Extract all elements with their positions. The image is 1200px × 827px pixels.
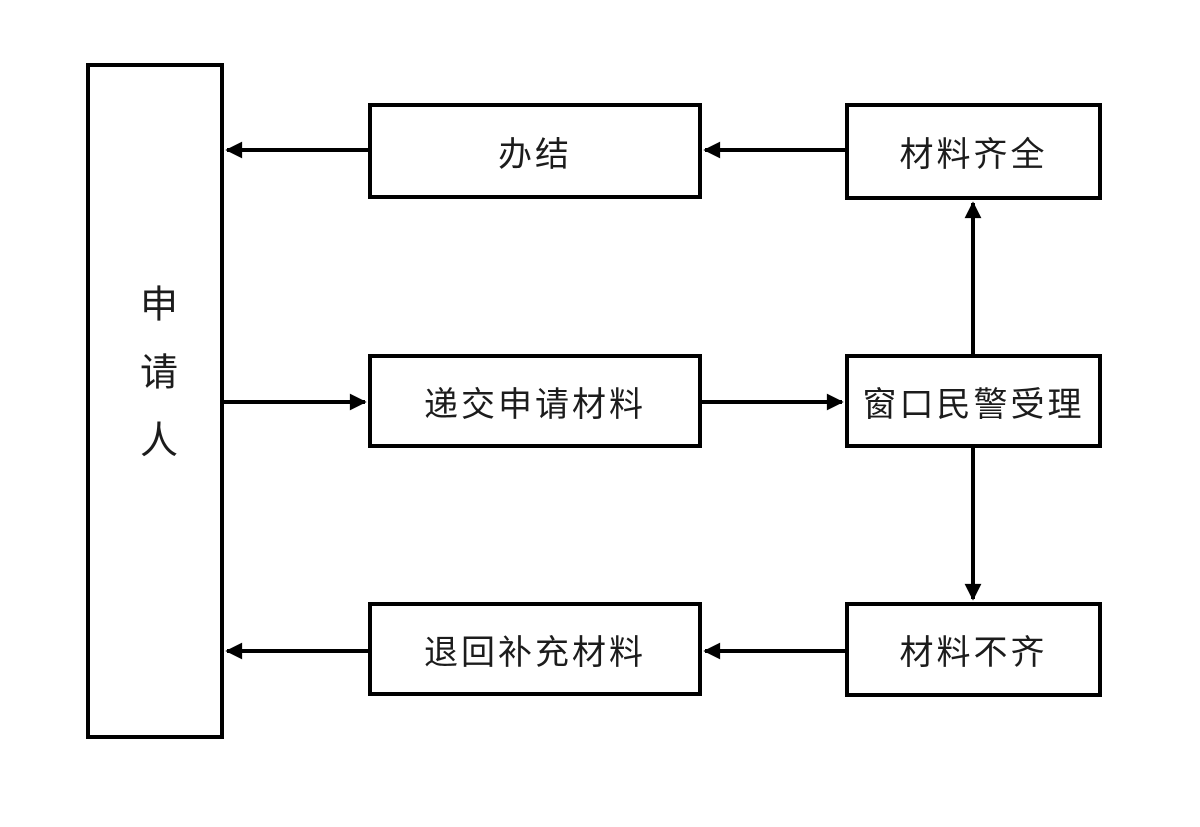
- node-applicant: 申请人: [86, 63, 224, 739]
- node-materials-incomplete-label: 材料不齐: [899, 635, 1048, 672]
- node-applicant-label: 申请人: [133, 284, 176, 488]
- node-window-officer: 窗口民警受理: [845, 354, 1102, 448]
- node-materials-incomplete: 材料不齐: [845, 602, 1102, 697]
- node-submit-materials-label: 递交申请材料: [424, 386, 646, 424]
- node-complete-label: 办结: [498, 136, 572, 174]
- node-window-officer-label: 窗口民警受理: [862, 386, 1085, 424]
- node-materials-complete: 材料齐全: [845, 103, 1102, 200]
- node-return-supplement: 退回补充材料: [368, 602, 702, 696]
- node-materials-complete-label: 材料齐全: [899, 137, 1048, 174]
- node-complete: 办结: [368, 103, 702, 199]
- node-submit-materials: 递交申请材料: [368, 354, 702, 448]
- node-return-supplement-label: 退回补充材料: [424, 634, 646, 672]
